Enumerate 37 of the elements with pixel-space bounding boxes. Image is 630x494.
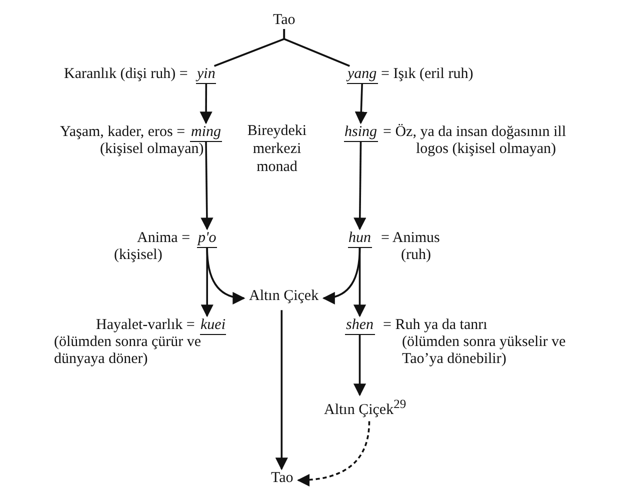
description-text: (kişisel) — [114, 247, 162, 264]
description-text: = Ruh ya da tanrı — [383, 317, 488, 334]
description-text: = Animus — [381, 230, 440, 247]
description-text: Anima = — [137, 230, 190, 247]
description-text: Karanlık (dişi ruh) = — [64, 66, 188, 83]
dashed-arrow — [297, 421, 370, 486]
center-label: Bireydeki merkezi monad — [246, 122, 308, 176]
term-label: kuei — [200, 317, 226, 335]
node-label: Altın Çiçek$^{29}$ — [323, 396, 408, 419]
term-label: hsing — [344, 124, 378, 142]
arrow — [200, 84, 212, 124]
description-text: (ölümden sonra çürür ve dünyaya döner) — [54, 334, 202, 368]
node-label: Tao — [272, 12, 296, 29]
term-label: p'o — [197, 230, 218, 248]
node-label: Tao — [270, 470, 294, 487]
description-text: Yaşam, kader, eros = — [60, 124, 186, 141]
term-label: yang — [346, 66, 378, 84]
arrow — [354, 84, 368, 124]
arrow — [200, 142, 214, 230]
node-label: Altın Çiçek — [248, 288, 320, 305]
arrow — [200, 248, 214, 318]
term-label: hun — [348, 230, 372, 248]
arrow — [275, 310, 288, 470]
description-text: (ruh) — [401, 247, 431, 264]
term-label: ming — [190, 124, 222, 142]
term-label: shen — [345, 317, 374, 335]
description-text: logos (kişisel olmayan) — [416, 141, 556, 158]
description-text: Hayalet-varlık = — [96, 317, 195, 334]
description-text: (kişisel olmayan) — [100, 141, 204, 158]
description-text: (ölümden sonra yükselir ve Tao’ya dönebilir) — [402, 334, 567, 368]
arrow — [353, 248, 366, 318]
arrow — [354, 142, 366, 230]
connector-line — [283, 29, 350, 67]
arrow — [353, 335, 366, 396]
description-text: = Öz, ya da insan doğasının ill — [383, 124, 566, 141]
term-label: yin — [196, 66, 216, 84]
description-text: = Işık (eril ruh) — [381, 66, 474, 83]
